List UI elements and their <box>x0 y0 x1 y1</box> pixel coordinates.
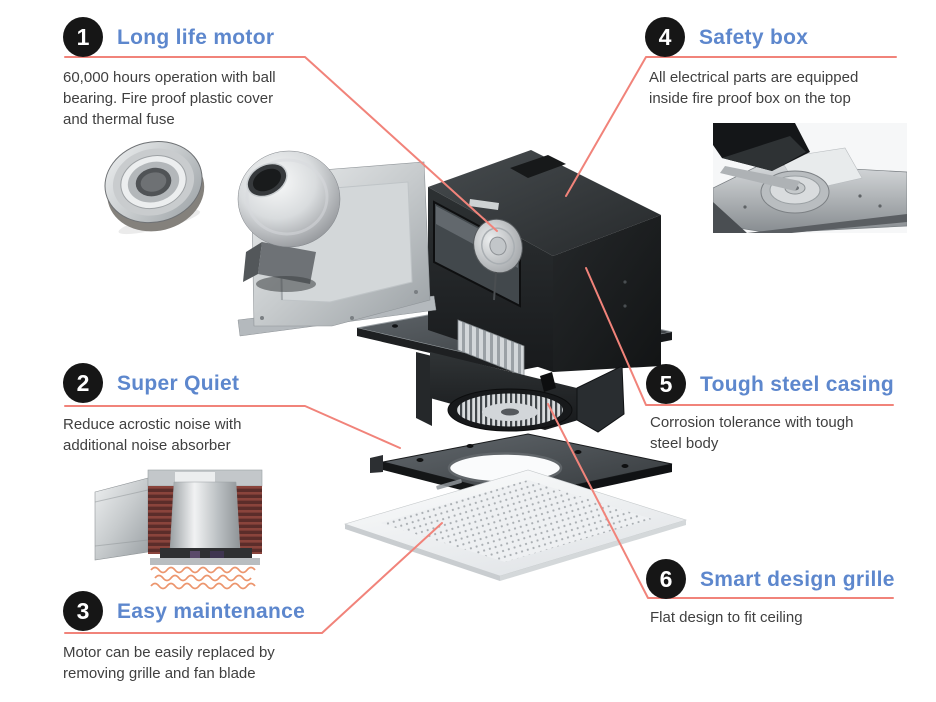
internal-motor <box>473 218 523 274</box>
exploded-fan-assembly <box>237 150 688 581</box>
blower-wheel <box>447 388 573 432</box>
leader-line-6 <box>547 403 894 599</box>
duct-adapter <box>237 150 437 337</box>
callout-description: Flat design to fit ceiling <box>650 609 803 626</box>
sound-wave-lines <box>150 566 256 590</box>
safety-box-photo <box>713 123 907 233</box>
leader-line-3 <box>64 522 443 634</box>
ball-bearing-photo <box>104 140 205 235</box>
callout-description: All electrical parts are equipped inside… <box>649 69 859 107</box>
steel-casing <box>428 150 661 372</box>
grille-logo-mark <box>436 479 462 490</box>
callout-title: Tough steel casing <box>700 373 895 396</box>
callout-title: Long life motor <box>117 26 275 49</box>
callout-number-badge: 3 <box>63 591 103 631</box>
callout-number-badge: 6 <box>646 559 686 599</box>
callout-description: Reduce acrostic noise with additional no… <box>63 416 242 454</box>
callout-number-badge: 1 <box>63 17 103 57</box>
ceiling-grille <box>344 469 688 581</box>
leader-line-2 <box>64 405 401 449</box>
leader-line-4 <box>565 56 897 197</box>
leader-lines <box>64 56 897 634</box>
callout-title: Smart design grille <box>700 568 895 591</box>
callout-title: Super Quiet <box>117 372 240 395</box>
leader-line-1 <box>64 56 498 232</box>
leader-line-5 <box>585 267 894 406</box>
callout-description: Corrosion tolerance with tough steel bod… <box>650 414 854 452</box>
noise-absorber-motor-photo <box>94 469 263 590</box>
callout-description: Motor can be easily replaced by removing… <box>63 644 275 682</box>
callout-number-badge: 2 <box>63 363 103 403</box>
callout-number-badge: 5 <box>646 364 686 404</box>
callout-description: 60,000 hours operation with ball bearing… <box>63 69 276 128</box>
callout-title: Safety box <box>699 26 809 49</box>
callout-title: Easy maintenance <box>117 600 306 623</box>
callout-number-badge: 4 <box>645 17 685 57</box>
